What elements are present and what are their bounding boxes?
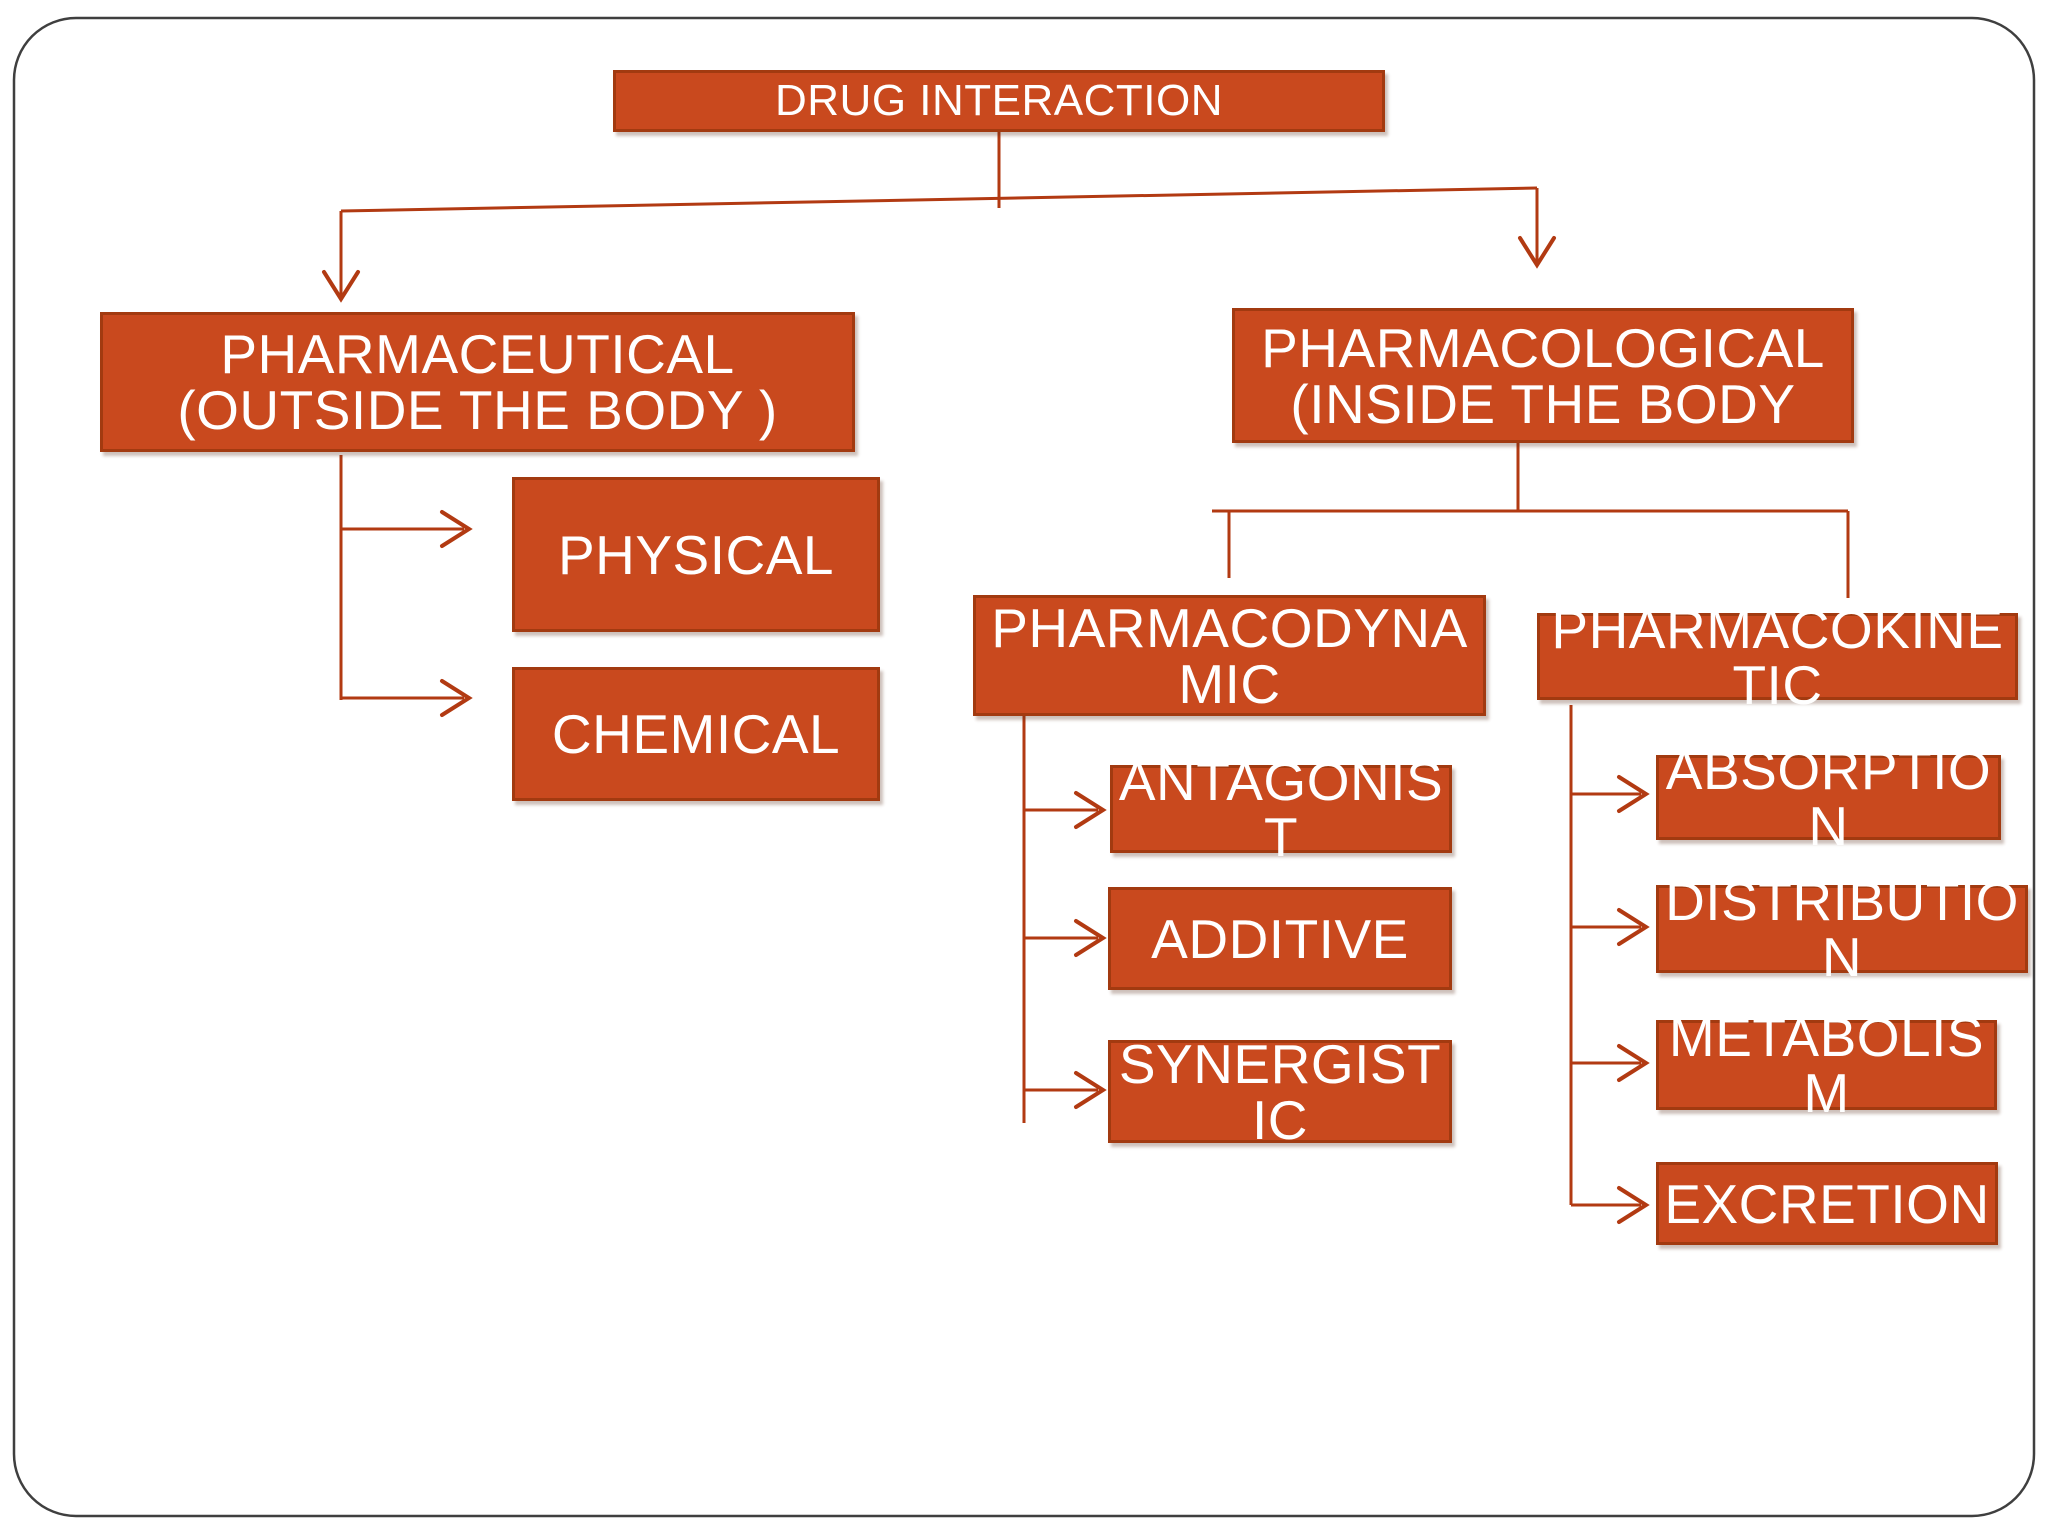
node-excretion-label: EXCRETION <box>1664 1172 1990 1235</box>
node-pharmacological: PHARMACOLOGICAL (INSIDE THE BODY <box>1232 308 1854 443</box>
node-pharmaceutical: PHARMACEUTICAL (OUTSIDE THE BODY ) <box>100 312 855 452</box>
node-pharmacological-label: PHARMACOLOGICAL (INSIDE THE BODY <box>1261 316 1825 435</box>
node-additive-label: ADDITIVE <box>1151 907 1409 970</box>
arrow-right-icon <box>1074 919 1107 957</box>
node-metabolism-label: METABOLIS M <box>1668 1006 1985 1124</box>
node-absorption: ABSORPTIO N <box>1656 742 2001 854</box>
connector-pharmacological-children <box>1212 443 1850 598</box>
arrow-right-icon <box>1617 775 1650 813</box>
node-antagonist-label: ANTAGONIS T <box>1118 750 1444 868</box>
arrow-right-icon <box>1617 1044 1650 1082</box>
arrow-right-icon <box>440 679 473 717</box>
node-antagonist: ANTAGONIS T <box>1110 753 1452 865</box>
node-metabolism: METABOLIS M <box>1656 1009 1997 1121</box>
node-synergistic-label: SYNERGIST IC <box>1118 1032 1442 1151</box>
arrow-right-icon <box>1617 908 1650 946</box>
node-physical-label: PHYSICAL <box>557 523 835 586</box>
node-distribution-label: DISTRIBUTIO N <box>1665 870 2019 988</box>
connector-pharmacokinetic-children <box>1569 705 1650 1224</box>
connector-root-to-pharmaceutical <box>322 211 360 303</box>
slide-border <box>12 16 2036 1518</box>
node-additive: ADDITIVE <box>1108 887 1452 990</box>
connector-pharmaceutical-children <box>339 455 473 717</box>
arrow-down-icon <box>1518 236 1556 269</box>
arrow-right-icon <box>440 510 473 548</box>
connector-root <box>340 132 1538 213</box>
node-pharmacokinetic-label: PHARMACOKINE TIC <box>1551 597 2004 716</box>
arrow-right-icon <box>1074 791 1107 829</box>
connector-root-to-pharmacological <box>1518 188 1556 269</box>
connector-pharmacodynamic-children <box>1022 716 1107 1123</box>
node-absorption-label: ABSORPTIO N <box>1665 738 1992 857</box>
node-pharmacodynamic: PHARMACODYNA MIC <box>973 595 1486 716</box>
node-pharmacodynamic-label: PHARMACODYNA MIC <box>991 596 1468 715</box>
arrow-right-icon <box>1074 1071 1107 1109</box>
node-excretion: EXCRETION <box>1656 1162 1998 1245</box>
node-chemical-label: CHEMICAL <box>551 703 841 765</box>
node-distribution: DISTRIBUTIO N <box>1656 873 2028 985</box>
arrow-right-icon <box>1617 1186 1650 1224</box>
node-pharmaceutical-label: PHARMACEUTICAL (OUTSIDE THE BODY ) <box>177 323 778 441</box>
node-physical: PHYSICAL <box>512 477 880 632</box>
node-chemical: CHEMICAL <box>512 667 880 801</box>
arrow-down-icon <box>322 270 360 303</box>
node-pharmacokinetic: PHARMACOKINE TIC <box>1537 601 2018 713</box>
node-synergistic: SYNERGIST IC <box>1108 1036 1452 1148</box>
node-drug-interaction-label: DRUG INTERACTION <box>775 76 1223 125</box>
node-drug-interaction: DRUG INTERACTION <box>613 70 1385 132</box>
